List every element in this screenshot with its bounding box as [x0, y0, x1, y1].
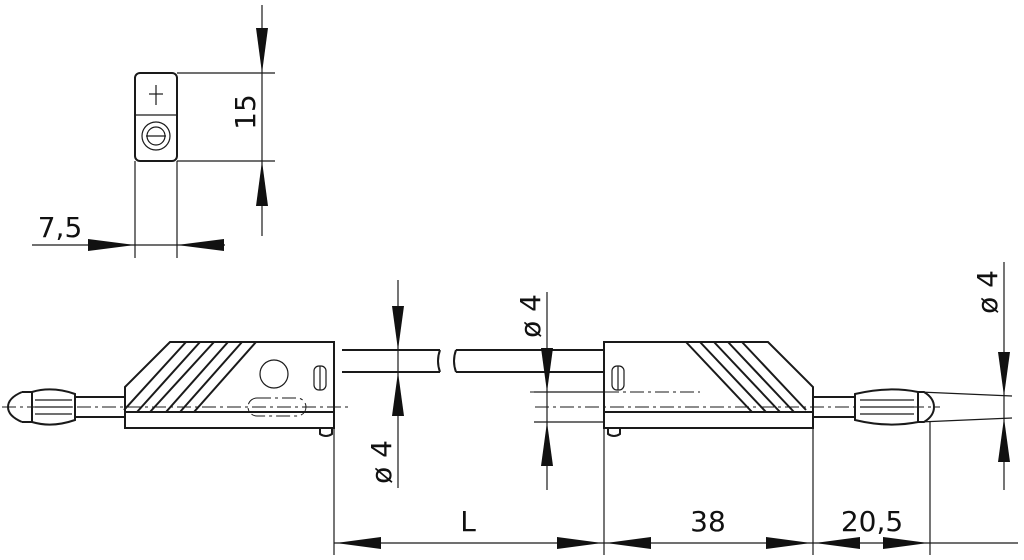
bottom-dimensions: L 38 20,5	[333, 422, 1018, 555]
dimension-cable-mid: ø 4	[514, 292, 604, 490]
cable-right	[453, 349, 604, 373]
dimension-pin-right-label: ø 4	[971, 270, 1004, 314]
dimension-cable-left-label: ø 4	[365, 440, 398, 484]
dimension-L-label: L	[460, 505, 476, 538]
dimension-38-label: 38	[690, 505, 726, 538]
dimension-7-5-label: 7,5	[38, 211, 83, 244]
dimension-pin-right: ø 4	[919, 262, 1013, 490]
dimension-7-5: 7,5	[32, 161, 225, 258]
dimension-15-label: 15	[229, 94, 262, 130]
end-view	[134, 72, 178, 162]
dimension-cable-mid-label: ø 4	[514, 294, 547, 338]
dimension-cable-left: ø 4	[365, 280, 404, 488]
dimension-15: 15	[177, 5, 275, 236]
right-connector	[603, 341, 936, 437]
dimension-20-5-label: 20,5	[841, 505, 903, 538]
left-connector	[6, 341, 335, 437]
cable-left	[342, 349, 441, 373]
